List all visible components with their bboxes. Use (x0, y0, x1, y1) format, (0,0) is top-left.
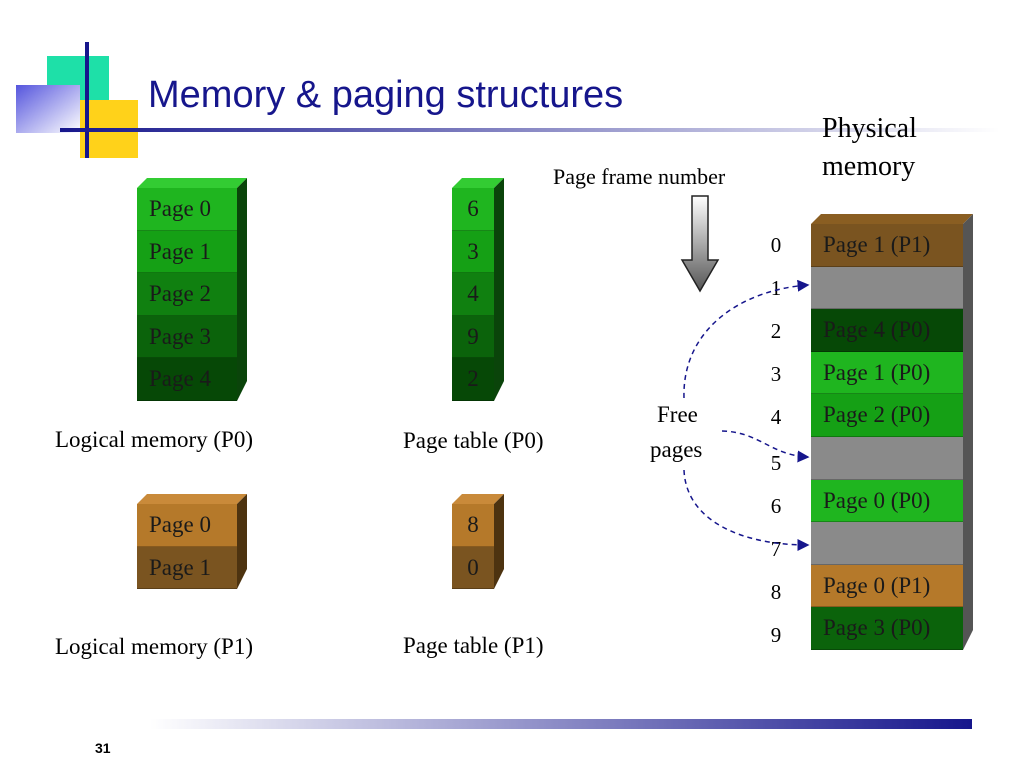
frame-block: Page 2 (P0) (811, 394, 963, 437)
table-entry: 4 (452, 273, 494, 316)
page-block: Page 1 (137, 230, 237, 274)
frame-block: Page 4 (P0) (811, 309, 963, 352)
frame-block: Page 0 (P0) (811, 479, 963, 523)
frame-number: 3 (770, 362, 782, 386)
page-block: Page 0 (137, 504, 237, 547)
frame-number: 2 (770, 319, 782, 343)
block-side (494, 494, 504, 589)
table-entry: 2 (452, 358, 494, 401)
frame-number: 7 (770, 537, 782, 561)
page-block: Page 1 (137, 546, 237, 590)
frame-block: Page 0 (P1) (811, 564, 963, 608)
block-top (811, 214, 973, 224)
frame-number: 5 (770, 451, 782, 475)
page-table-p1: 8 0 (452, 494, 504, 590)
down-arrow-icon (680, 195, 720, 293)
free-pages-label-line1: Free (657, 402, 698, 427)
frame-number: 1 (770, 276, 782, 300)
table-entry: 6 (452, 188, 494, 231)
block-side (963, 214, 973, 650)
frame-number: 9 (770, 623, 782, 647)
table-entry: 0 (452, 546, 494, 590)
logical-memory-p1: Page 0 Page 1 (137, 494, 247, 590)
title-decoration (16, 42, 1000, 158)
logical-memory-p0: Page 0 Page 1 Page 2 Page 3 Page 4 (137, 178, 247, 401)
page-block: Page 4 (137, 358, 237, 401)
block-top (452, 494, 504, 504)
footer-line (150, 719, 972, 729)
frame-block: Page 1 (P1) (811, 224, 963, 267)
block-top (137, 178, 247, 188)
frame-block: Page 1 (P0) (811, 351, 963, 395)
frame-block: Page 3 (P0) (811, 607, 963, 650)
free-pages-label-line2: pages (650, 437, 703, 462)
block-side (494, 178, 504, 401)
frame-block-free (811, 266, 963, 310)
page-block: Page 2 (137, 273, 237, 316)
block-top (137, 494, 247, 504)
block-top (452, 178, 504, 188)
logical-memory-p0-caption: Logical memory (P0) (55, 427, 254, 452)
physical-memory-title-line1: Physical (822, 113, 917, 144)
page-table-p0: 6 3 4 9 2 (452, 178, 504, 401)
logical-memory-p1-caption: Logical memory (P1) (55, 634, 254, 659)
block-side (237, 494, 247, 589)
table-entry: 3 (452, 230, 494, 274)
frame-block-free (811, 522, 963, 565)
frame-number: 8 (770, 580, 782, 604)
frame-number: 0 (770, 233, 782, 257)
page-table-p0-caption: Page table (P0) (403, 428, 544, 453)
physical-memory-title-line2: memory (822, 151, 916, 182)
page-frame-number-label: Page frame number (553, 164, 726, 189)
block-side (237, 178, 247, 401)
frame-block-free (811, 436, 963, 480)
page-number: 31 (95, 740, 111, 756)
page-title: Memory & paging structures (148, 74, 624, 116)
table-entry: 8 (452, 504, 494, 547)
physical-memory-stack: Page 1 (P1) Page 4 (P0) Page 1 (P0) Page… (811, 214, 973, 650)
frame-number: 4 (770, 405, 782, 429)
page-table-p1-caption: Page table (P1) (403, 633, 544, 658)
table-entry: 9 (452, 315, 494, 359)
page-block: Page 0 (137, 188, 237, 231)
frame-number: 6 (770, 494, 782, 518)
page-block: Page 3 (137, 315, 237, 359)
